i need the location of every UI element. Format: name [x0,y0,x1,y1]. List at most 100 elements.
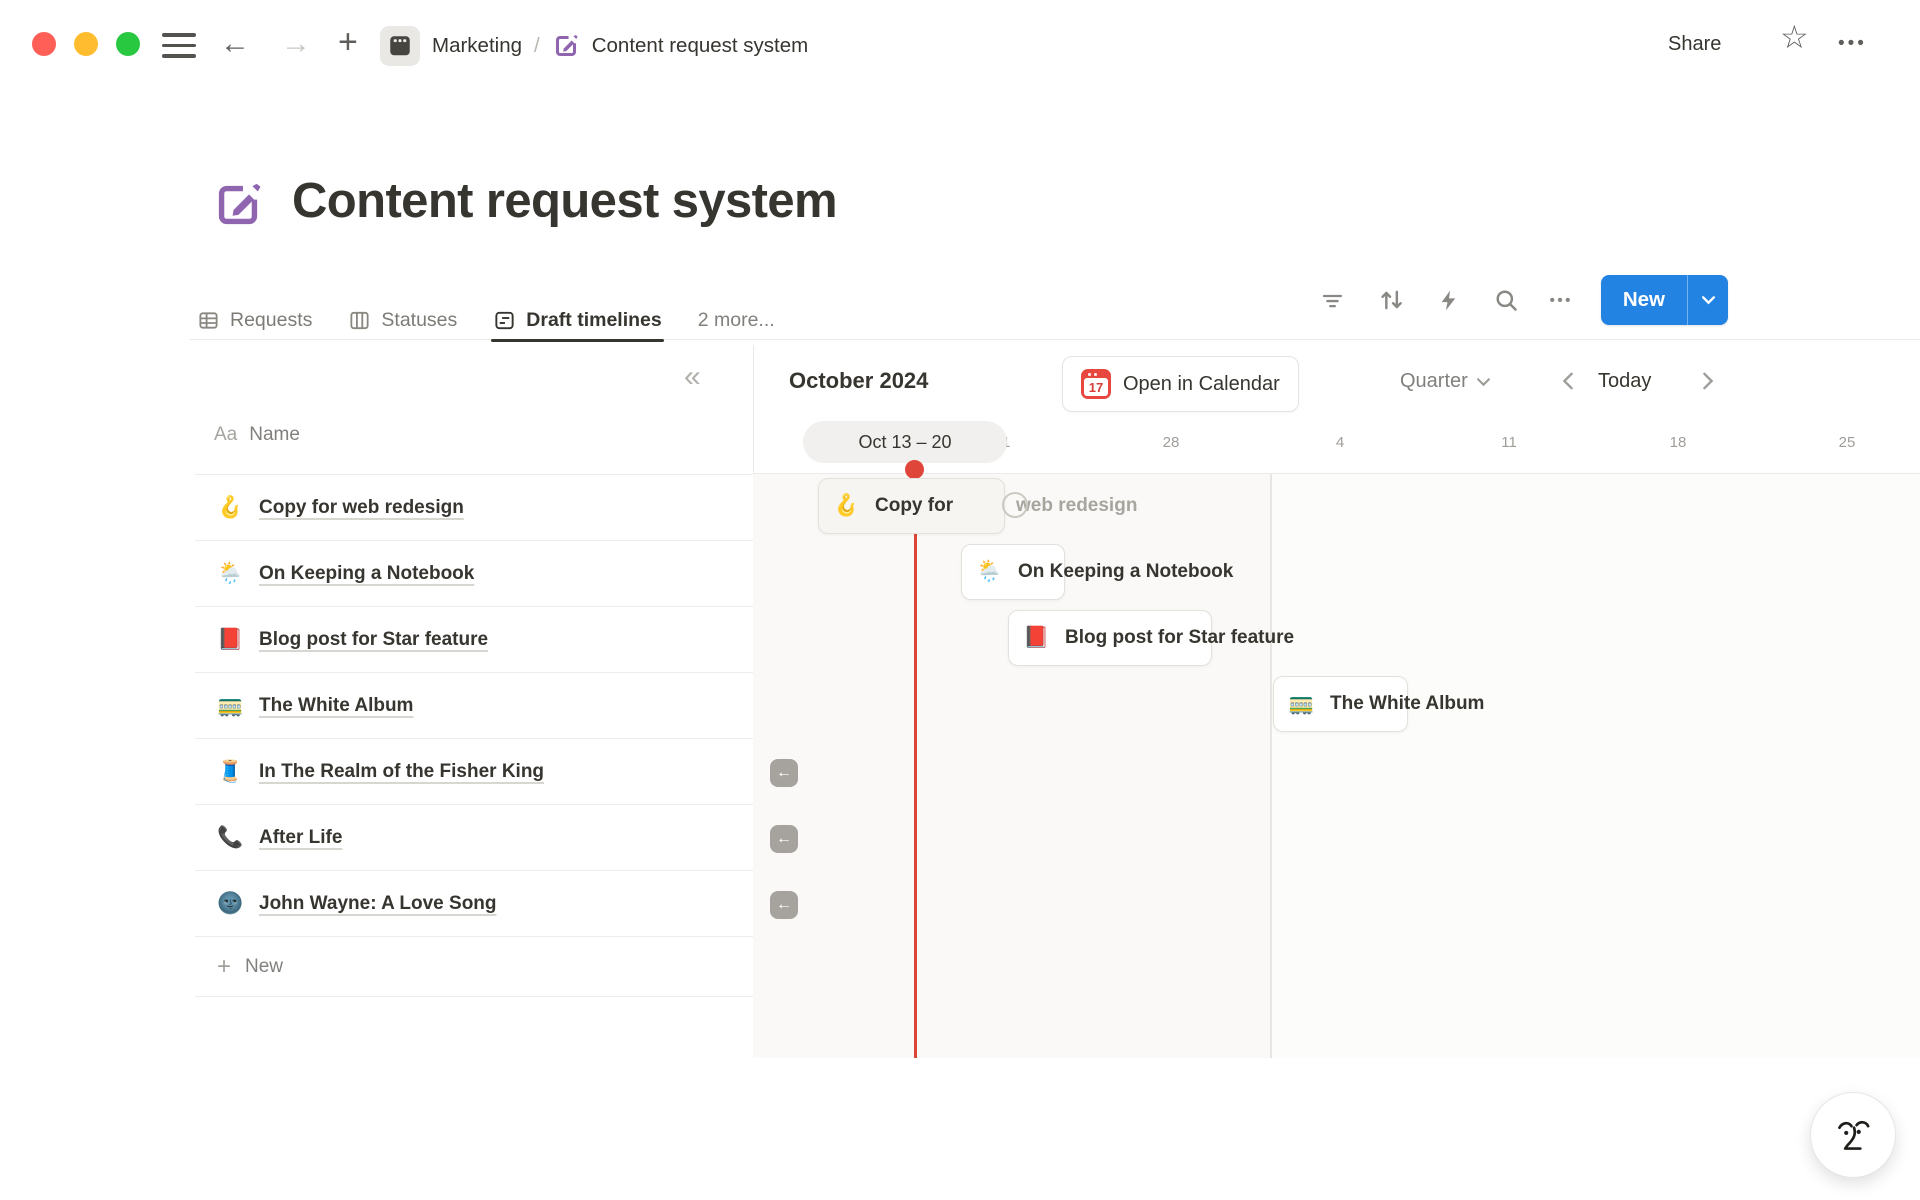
breadcrumb: Marketing / Content request system [380,24,808,68]
tram-emoji-icon: 🚃 [217,693,244,717]
new-button-dropdown[interactable] [1688,275,1728,325]
calendar-icon: 17 [1081,369,1111,399]
left-arrow-icon: ← [776,764,792,781]
open-in-calendar-button[interactable]: 17 Open in Calendar [1062,356,1299,412]
row-title[interactable]: The White Album [259,694,414,716]
timeline-bar-the-white-album[interactable]: 🚃 The White Album [1273,676,1484,732]
week-label: 28 [1162,434,1180,451]
breadcrumb-page[interactable]: Content request system [591,34,809,57]
today-line [914,474,917,1058]
tab-statuses[interactable]: Statuses [348,300,457,340]
notion-ai-face-button[interactable] [1810,1092,1896,1178]
hook-emoji-icon: 🪝 [833,494,860,517]
text-property-icon: Aa [214,424,238,445]
month-boundary-line [1270,474,1272,1058]
hook-emoji-icon: 🪝 [217,495,244,519]
timeline-next-button[interactable] [1702,371,1714,396]
tabbar-divider [190,339,1920,340]
table-row[interactable]: 🧵 In The Realm of the Fisher King [195,739,753,805]
calendar-day-number: 17 [1084,378,1108,396]
page-title[interactable]: Content request system [292,174,838,228]
tab-label: Requests [230,308,313,331]
new-button[interactable]: New [1600,275,1728,325]
grid-november-region [1270,474,1920,1058]
board-icon [350,311,369,329]
tab-requests[interactable]: Requests [197,300,312,340]
tram-emoji-icon: 🚃 [1288,692,1315,715]
row-title[interactable]: On Keeping a Notebook [259,562,475,584]
page-edit-icon [552,32,580,60]
row-title[interactable]: Blog post for Star feature [259,628,489,650]
forward-arrow-icon[interactable]: → [281,27,311,60]
week-label: 4 [1335,434,1345,451]
bar-overflow-label: web redesign [1016,495,1138,516]
telephone-emoji-icon: 📞 [217,825,244,849]
page-title-icon [211,178,265,237]
bar-label: Copy for [875,495,954,516]
breadcrumb-workspace[interactable]: Marketing [432,34,523,57]
red-book-emoji-icon: 📕 [1023,626,1050,649]
timeline-month-label: October 2024 [789,368,929,393]
new-tab-plus-icon[interactable]: + [338,23,358,61]
chevron-down-icon [1701,296,1715,305]
sort-icon[interactable] [1376,285,1406,315]
new-button-label[interactable]: New [1622,288,1665,311]
row-title[interactable]: John Wayne: A Love Song [259,892,497,914]
collapse-panel-icon[interactable]: « [684,360,701,393]
table-row[interactable]: 🪝 Copy for web redesign [195,475,753,541]
timeline-today-button[interactable]: Today [1598,370,1652,392]
scroll-to-bar-left-button[interactable]: ← [770,759,798,787]
view-toolbar: ••• New [1318,275,1728,325]
add-row-button[interactable]: + New [195,937,753,997]
more-options-icon[interactable]: ••• [1838,33,1867,54]
bar-label: The White Album [1330,693,1485,714]
tab-label: Statuses [381,308,458,331]
scroll-to-bar-left-button[interactable]: ← [770,891,798,919]
timeline-zoom-select[interactable]: Quarter [1400,370,1491,393]
table-row[interactable]: 🌚 John Wayne: A Love Song [195,871,753,937]
table-row[interactable]: 🌦️ On Keeping a Notebook [195,541,753,607]
thread-emoji-icon: 🧵 [217,759,244,783]
share-button[interactable]: Share [1668,33,1722,55]
tabs-more-button[interactable]: 2 more... [697,308,775,331]
left-arrow-icon: ← [776,896,792,913]
timeline-prev-button[interactable] [1562,371,1574,396]
row-title[interactable]: After Life [259,826,343,848]
new-moon-face-emoji-icon: 🌚 [217,891,244,915]
view-more-options-icon[interactable]: ••• [1549,291,1573,309]
sidebar-menu-icon[interactable] [162,33,196,58]
zoom-select-value: Quarter [1400,370,1468,392]
table-row[interactable]: 🚃 The White Album [195,673,753,739]
filter-icon[interactable] [1318,285,1348,315]
left-arrow-icon: ← [776,830,792,847]
column-header-label: Name [249,424,300,445]
row-title[interactable]: Copy for web redesign [259,496,464,518]
today-dot [905,460,924,479]
face-icon [1838,1120,1870,1150]
table-row[interactable]: 📞 After Life [195,805,753,871]
timeline-bar-copy-for-web-redesign[interactable]: 🪝 Copy for [818,478,1005,534]
automation-lightning-icon[interactable] [1434,285,1464,315]
window-close-button[interactable] [32,32,56,56]
row-title[interactable]: In The Realm of the Fisher King [259,760,545,782]
plus-icon: + [217,952,232,980]
timeline-bar-blog-post-for-star-feature[interactable]: 📕 Blog post for Star feature [1008,610,1294,666]
bar-label: On Keeping a Notebook [1018,561,1234,582]
timeline-bar-on-keeping-a-notebook[interactable]: 🌦️ On Keeping a Notebook [961,544,1233,600]
breadcrumb-separator: / [534,34,540,57]
name-column-header[interactable]: Aa Name [214,424,300,446]
tab-draft-timelines[interactable]: Draft timelines [491,300,665,342]
week-label: 25 [1838,434,1856,451]
window-zoom-button[interactable] [116,32,140,56]
workspace-icon[interactable] [380,26,420,66]
grid-top-border [753,473,1920,474]
table-rows: 🪝 Copy for web redesign 🌦️ On Keeping a … [195,474,753,997]
bar-resize-handle[interactable] [1002,492,1028,518]
window-minimize-button[interactable] [74,32,98,56]
table-row[interactable]: 📕 Blog post for Star feature [195,607,753,673]
scroll-to-bar-left-button[interactable]: ← [770,825,798,853]
search-icon[interactable] [1492,285,1522,315]
back-arrow-icon[interactable]: ← [220,27,250,60]
favorite-star-icon[interactable]: ☆ [1780,19,1809,55]
